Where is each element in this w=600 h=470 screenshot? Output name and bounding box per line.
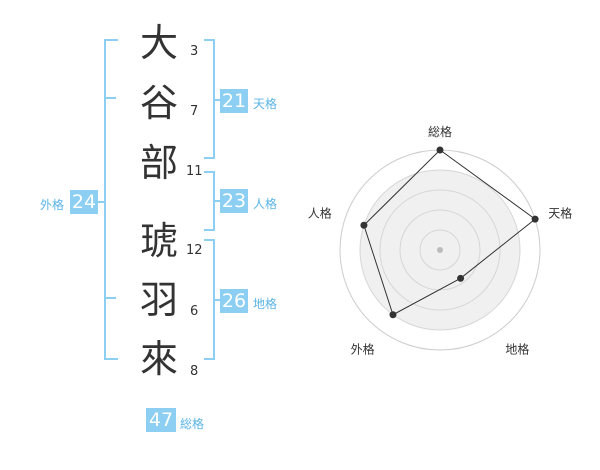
kanji-4: 琥 [139,219,178,263]
kanji-5: 羽 [139,278,178,322]
radar-axis-label: 外格 [351,341,375,356]
tenkaku-value-badge: 21 [220,89,248,113]
jinkaku-label: 人格 [253,197,278,211]
radar-axis-label: 天格 [548,206,572,221]
radar-series-polygon [363,149,536,316]
gaikaku-value-badge: 24 [70,190,98,214]
gaikaku-bracket [104,39,118,360]
stroke-count-2: 7 [190,104,199,119]
radar-ring-2 [399,209,481,291]
chikaku-label: 地格 [253,297,278,311]
tenkaku-label: 天格 [253,97,278,111]
stroke-count-1: 3 [190,44,199,59]
kanji-1: 大 [139,21,178,65]
radar-ring-1 [419,229,461,271]
gaikaku-label: 外格 [40,198,65,212]
radar-point-総格 [436,146,444,154]
radar-point-人格 [360,221,368,229]
radar-axis-label: 総格 [428,124,452,139]
radar-point-外格 [389,311,397,319]
soukaku-value-badge: 47 [146,408,176,432]
radar-point-天格 [531,215,539,223]
radar-point-地格 [457,274,465,282]
kanji-3: 部 [139,141,178,185]
radar-axis-label: 人格 [308,206,332,221]
stroke-count-5: 6 [190,304,199,319]
radar-ring-4 [359,169,521,331]
radar-ring-3 [379,189,501,311]
stroke-count-6: 8 [190,364,199,379]
radar-axis-label: 地格 [505,341,529,356]
kanji-2: 谷 [139,81,178,125]
radar-center-dot [437,247,443,253]
kanji-6: 來 [139,337,178,381]
jinkaku-value-badge: 23 [220,189,248,213]
stroke-count-4: 12 [186,243,203,258]
soukaku-label: 総格 [180,417,205,431]
chikaku-value-badge: 26 [220,289,248,313]
stroke-count-3: 11 [186,164,203,179]
